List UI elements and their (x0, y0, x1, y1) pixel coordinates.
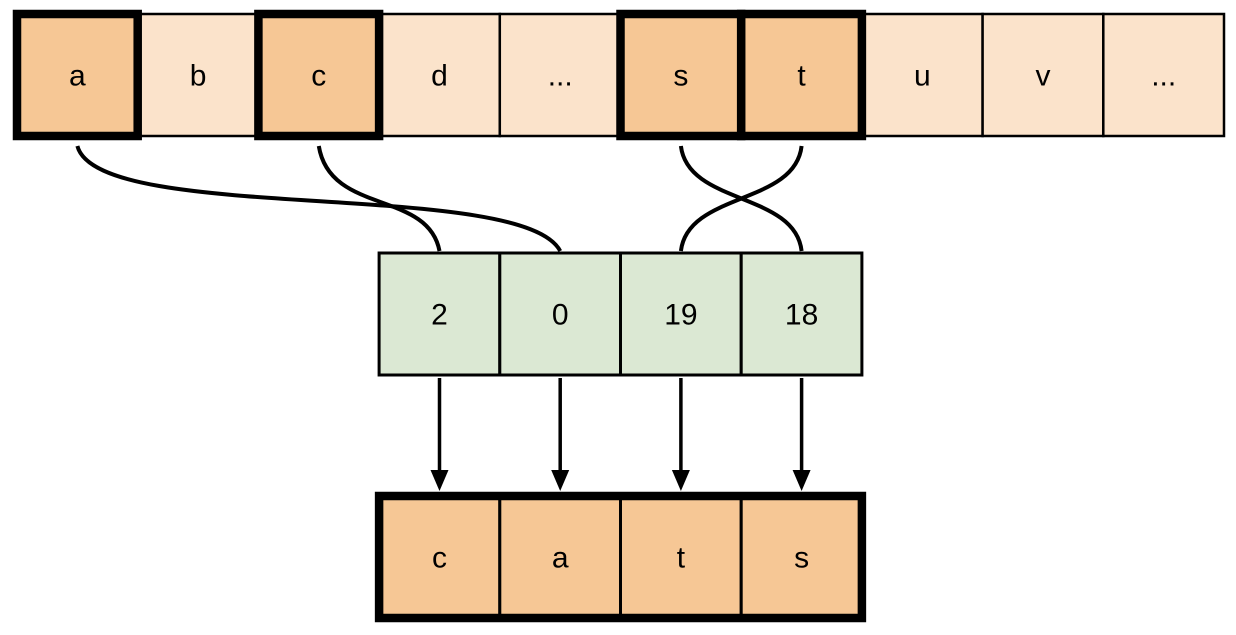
alphabet-cell-ellipsis-1 (498, 12, 622, 138)
letter-to-index-curves (75, 145, 804, 253)
index-label-0: 0 (552, 299, 569, 332)
alphabet-label-ellipsis-2: ... (1151, 60, 1176, 93)
output-label-c: c (432, 542, 447, 575)
index-label-18: 18 (785, 299, 818, 332)
index-to-output-arrows (430, 378, 811, 491)
output-row-outline (374, 491, 867, 623)
curve-a-to-0 (75, 145, 562, 253)
alphabet-label-v: v (1036, 60, 1051, 93)
index-label-19: 19 (664, 299, 697, 332)
curve-t-to-19 (678, 145, 804, 252)
arrow-3 (671, 378, 690, 491)
index-cell-3 (739, 251, 864, 377)
curve-c-to-2 (316, 145, 442, 252)
alphabet-label-a: a (69, 60, 86, 93)
alphabet-highlighted-cells (12, 9, 867, 141)
alphabet-cell-c (254, 9, 384, 141)
output-label-a: a (552, 542, 569, 575)
index-row-labels: 2 0 19 18 (431, 299, 818, 332)
alphabet-row (136, 12, 1226, 138)
output-cell-2 (619, 494, 743, 620)
arrow-1 (430, 378, 449, 491)
alphabet-label-u: u (914, 60, 931, 93)
alphabet-label-t: t (797, 60, 806, 93)
alphabet-label-ellipsis-1: ... (548, 60, 573, 93)
index-cell-0 (377, 251, 502, 377)
arrow-2 (551, 378, 570, 491)
arrow-4 (792, 378, 811, 491)
index-row (377, 251, 864, 377)
alphabet-cell-v (981, 12, 1105, 138)
output-label-s: s (794, 542, 809, 575)
index-cell-2 (619, 251, 743, 377)
index-label-2: 2 (431, 299, 448, 332)
alphabet-label-c: c (311, 60, 326, 93)
alphabet-label-b: b (190, 60, 207, 93)
output-row (374, 491, 867, 623)
alphabet-cell-a (12, 9, 142, 141)
alphabet-cell-ellipsis-2 (1102, 12, 1226, 138)
alphabet-cell-b (136, 12, 260, 138)
alphabet-row-labels: a b c d ... s t u v ... (69, 60, 1176, 93)
output-label-t: t (677, 542, 686, 575)
alphabet-cell-d (377, 12, 502, 138)
alphabet-cell-t (736, 9, 867, 141)
alphabet-label-d: d (431, 60, 448, 93)
alphabet-label-s: s (673, 60, 688, 93)
output-row-labels: c a t s (432, 542, 809, 575)
